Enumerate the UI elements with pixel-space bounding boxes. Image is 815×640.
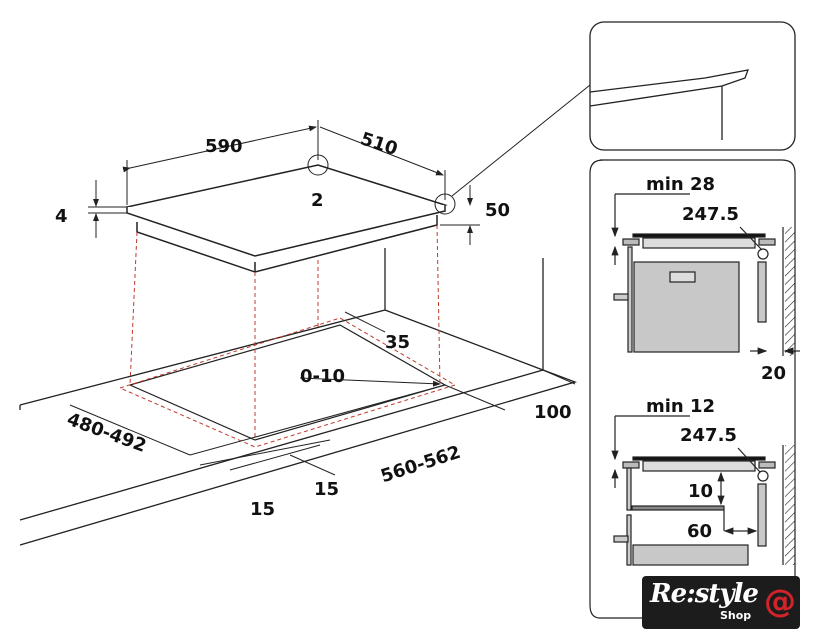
dim-480-492: 480-492 (64, 409, 149, 457)
dim-15-a: 15 (250, 499, 275, 520)
dim-4: 4 (55, 206, 68, 227)
dim-560-562: 560-562 (378, 442, 463, 488)
detail-marker-2: 2 (311, 190, 324, 211)
dim-50: 50 (485, 200, 510, 221)
edge-detail-box (589, 21, 796, 151)
logo-sub: Shop (720, 609, 752, 622)
hob (124, 164, 448, 273)
countertop (19, 248, 578, 546)
label-20: 20 (761, 363, 786, 384)
dim-0-10: 0-10 (300, 366, 345, 387)
label-247-5-bottom: 247.5 (680, 425, 737, 446)
section-labels: min 28 247.5 20 min 12 247.5 10 60 (646, 174, 786, 542)
label-60: 60 (687, 521, 712, 542)
cart-at-icon: @ (764, 582, 796, 620)
dim-35: 35 (385, 332, 410, 353)
label-min-12: min 12 (646, 396, 715, 417)
section-box (589, 159, 800, 619)
dim-510: 510 (358, 128, 400, 160)
logo-brand: Re:style (650, 579, 759, 609)
projection-lines (129, 224, 441, 440)
dim-15-b: 15 (314, 479, 339, 500)
restyle-shop-logo: Re:style Shop @ (642, 576, 800, 629)
label-min-28: min 28 (646, 174, 715, 195)
label-10: 10 (688, 481, 713, 502)
label-247-5-top: 247.5 (682, 204, 739, 225)
dimension-lines (69, 84, 591, 476)
dim-100: 100 (534, 402, 572, 423)
dim-590: 590 (205, 136, 243, 157)
